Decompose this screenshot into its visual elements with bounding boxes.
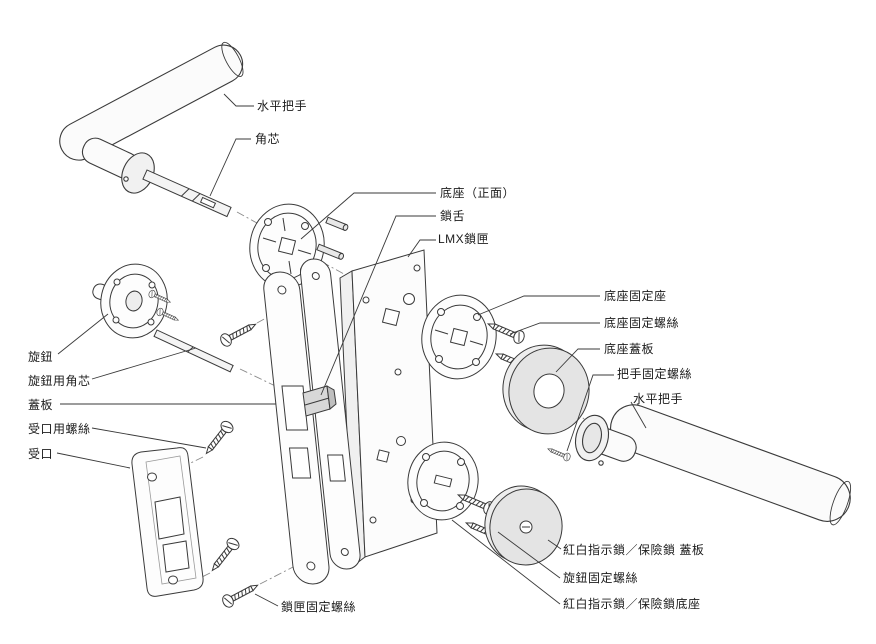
mount-rose-drawing bbox=[421, 294, 497, 380]
label-rose-cover: 底座蓋板 bbox=[604, 342, 655, 356]
strike-screw-bottom bbox=[206, 535, 242, 575]
rose-cover-ring-drawing bbox=[502, 344, 590, 435]
label-strike: 受口 bbox=[28, 447, 54, 461]
rose-pins bbox=[316, 216, 349, 260]
cover-plate-drawing bbox=[263, 271, 330, 585]
label-strike-screw: 受口用螺絲 bbox=[28, 422, 91, 436]
privacy-cover-drawing bbox=[484, 485, 563, 566]
strike-screw-top bbox=[200, 418, 236, 458]
label-thumbturn-spindle: 旋鈕用角芯 bbox=[28, 374, 91, 388]
label-handle-left: 水平把手 bbox=[257, 99, 308, 113]
label-square-spindle: 角芯 bbox=[255, 132, 281, 146]
label-rose-front: 底座（正面） bbox=[440, 186, 516, 200]
left-handle-drawing bbox=[59, 41, 244, 194]
label-lockcase-screw: 鎖匣固定螺絲 bbox=[281, 600, 357, 614]
plate-top-screw bbox=[218, 318, 260, 349]
label-latch-bolt: 鎖舌 bbox=[440, 209, 466, 223]
label-handle-fix-screw: 把手固定螺絲 bbox=[617, 367, 693, 381]
thumbturn-drawing bbox=[92, 263, 168, 339]
label-rose-fixing-seat: 底座固定座 bbox=[604, 289, 667, 303]
latch-bolt-drawing bbox=[302, 385, 337, 417]
label-cover-plate: 蓋板 bbox=[28, 398, 54, 412]
label-thumbturn-screw: 旋鈕固定螺絲 bbox=[563, 571, 639, 585]
lockcase-fixing-screw bbox=[220, 579, 262, 610]
label-lock-case: LMX鎖匣 bbox=[438, 232, 490, 246]
label-indicator-cover: 紅白指示鎖／保險鎖 蓋板 bbox=[563, 543, 705, 557]
label-rose-fixing-screw: 底座固定螺絲 bbox=[604, 316, 680, 330]
label-handle-right: 水平把手 bbox=[633, 392, 684, 406]
strike-plate-drawing bbox=[131, 447, 204, 597]
leader-lines bbox=[56, 93, 647, 607]
lock-faceplate-drawing bbox=[299, 258, 361, 570]
square-spindle-drawing bbox=[142, 169, 232, 218]
right-handle-drawing bbox=[574, 404, 852, 526]
label-thumbturn: 旋鈕 bbox=[28, 350, 54, 364]
privacy-rose-drawing bbox=[407, 441, 479, 521]
label-indicator-base: 紅白指示鎖／保險鎖底座 bbox=[563, 597, 701, 611]
